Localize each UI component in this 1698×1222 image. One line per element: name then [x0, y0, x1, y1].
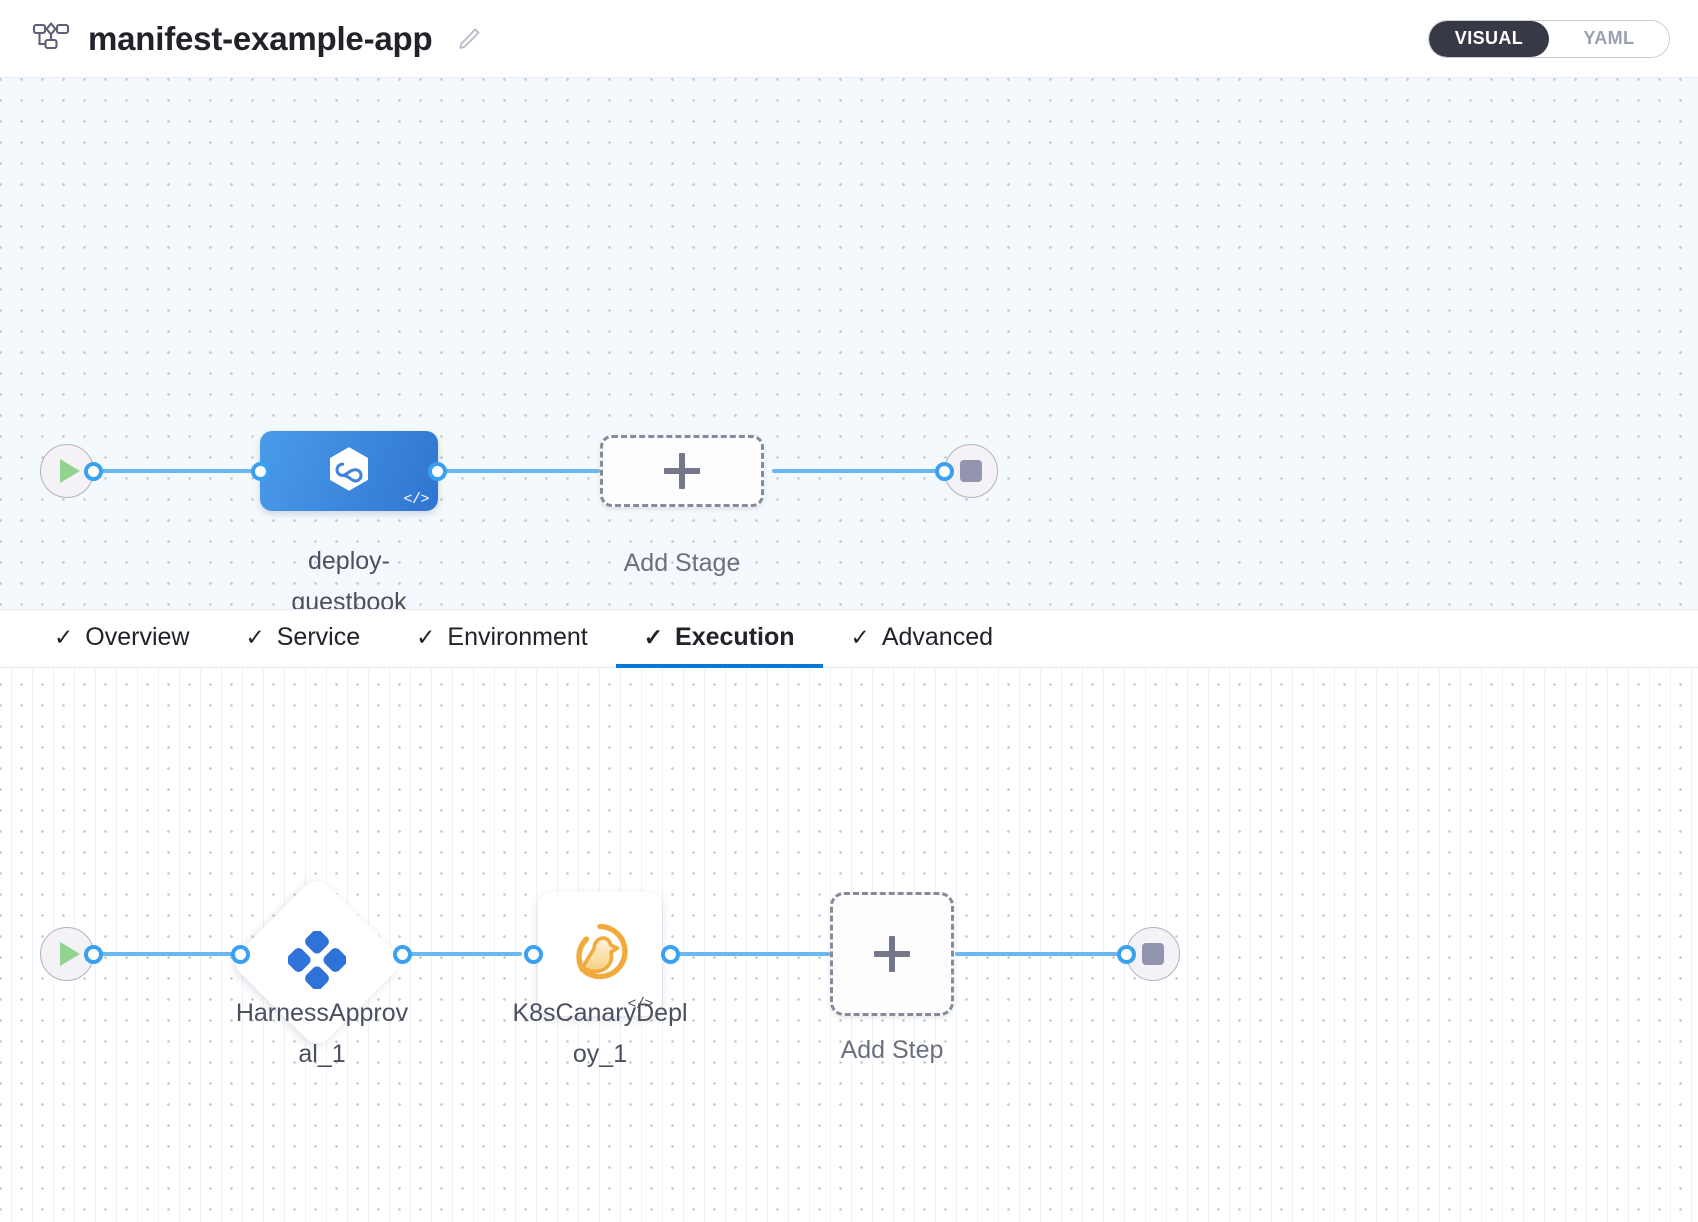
yaml-mode-button[interactable]: YAML: [1549, 21, 1669, 57]
stage-graph-canvas[interactable]: </> deploy- guestbook Add Stage: [0, 78, 1698, 610]
tab-label: Overview: [85, 622, 190, 651]
tab-label: Environment: [447, 622, 588, 651]
port-canary-out[interactable]: [661, 945, 680, 964]
stop-icon: [960, 460, 982, 482]
port-approval-out[interactable]: [393, 945, 412, 964]
tab-label: Execution: [675, 622, 795, 651]
check-icon: ✓: [416, 623, 436, 650]
yaml-code-badge[interactable]: </>: [627, 996, 653, 1013]
header-left-group: manifest-example-app: [30, 18, 482, 60]
plus-icon: [874, 936, 910, 972]
port-exec-end-in[interactable]: [1117, 945, 1136, 964]
port-start-out[interactable]: [84, 462, 103, 481]
edge-approval-to-canary: [392, 952, 522, 956]
port-stage-in[interactable]: [251, 462, 270, 481]
port-stage-out[interactable]: [428, 462, 447, 481]
port-approval-in[interactable]: [231, 945, 250, 964]
pipeline-flow-icon: [30, 18, 72, 60]
edge-stage-to-addstage: [430, 469, 600, 473]
edge-start-to-stage: [95, 469, 260, 473]
step-node-harness-approval[interactable]: [229, 874, 405, 1050]
add-step-button[interactable]: [830, 892, 954, 1016]
step-node-k8s-canary-deploy[interactable]: </>: [538, 892, 662, 1016]
add-step-label: Add Step: [840, 1036, 944, 1064]
play-icon: [60, 459, 80, 483]
stage-node-label: deploy- guestbook: [291, 547, 407, 610]
add-stage-label: Add Stage: [623, 549, 741, 577]
harness-approval-icon: [286, 929, 348, 994]
port-canary-in[interactable]: [524, 945, 543, 964]
tab-environment[interactable]: ✓ Environment: [388, 610, 616, 668]
stop-icon: [1142, 943, 1164, 965]
port-end-in[interactable]: [935, 462, 954, 481]
tab-label: Service: [276, 622, 361, 651]
page-header: manifest-example-app VISUAL YAML: [0, 0, 1698, 78]
plus-icon: [664, 453, 700, 489]
edge-addstep-to-exec-end: [955, 952, 1125, 956]
stage-config-tabs[interactable]: ✓ Overview ✓ Service ✓ Environment ✓ Exe…: [0, 610, 1698, 668]
yaml-code-badge[interactable]: </>: [403, 491, 429, 508]
canary-bird-icon: [569, 921, 631, 983]
harness-cd-infinity-hexagon-icon: [323, 444, 375, 496]
edge-addstage-to-end: [772, 469, 944, 473]
tab-label: Advanced: [881, 622, 994, 651]
add-stage-button[interactable]: [600, 435, 764, 507]
check-icon: ✓: [643, 623, 664, 650]
stage-node-deploy-guestbook[interactable]: </>: [260, 431, 438, 511]
check-icon: ✓: [54, 623, 74, 650]
tab-execution[interactable]: ✓ Execution: [615, 610, 823, 668]
visual-mode-button[interactable]: VISUAL: [1429, 20, 1549, 57]
view-mode-toggle[interactable]: VISUAL YAML: [1428, 19, 1670, 58]
header-right-group: VISUAL YAML: [1428, 19, 1670, 58]
tab-advanced[interactable]: ✓ Advanced: [823, 610, 1021, 668]
page-title: manifest-example-app: [88, 19, 433, 57]
tab-overview[interactable]: ✓ Overview: [26, 610, 217, 668]
play-icon: [60, 942, 80, 966]
edge-exec-start-to-approval: [95, 952, 240, 956]
edge-canary-to-addstep: [670, 952, 830, 956]
execution-graph-canvas[interactable]: HarnessApprov al_1 </> K8sCanaryDepl oy_…: [0, 668, 1698, 1222]
check-icon: ✓: [245, 623, 265, 650]
diamond-inner: [255, 900, 379, 1024]
port-exec-start-out[interactable]: [84, 945, 103, 964]
tab-service[interactable]: ✓ Service: [217, 610, 388, 668]
check-icon: ✓: [850, 623, 870, 650]
pencil-edit-icon[interactable]: [456, 26, 482, 52]
